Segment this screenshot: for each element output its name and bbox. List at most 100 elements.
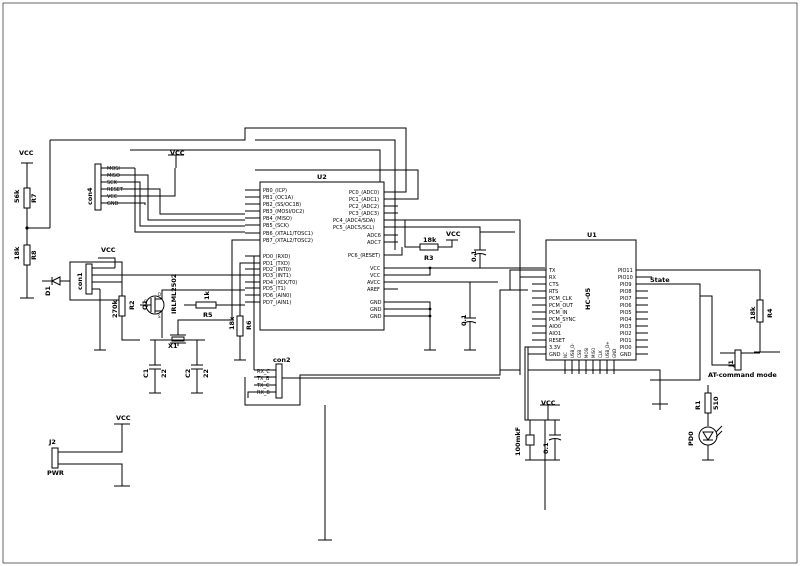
con2-connector xyxy=(244,255,528,406)
r3-value: 18k xyxy=(423,236,437,244)
con4-connector xyxy=(94,163,135,211)
u2-pin-gnd2: GND xyxy=(370,307,382,313)
con4-pin-vcc: VCC xyxy=(107,194,118,200)
u2-pin-pc6: PC6_(RESET) xyxy=(348,253,380,259)
c2-value: 22 xyxy=(202,369,210,378)
c1-capacitor xyxy=(149,340,161,394)
q1-ref: Q1 xyxy=(141,299,149,310)
u2-body xyxy=(259,181,385,331)
r4-ref: R4 xyxy=(766,308,774,318)
u1-pin-pio10: PIO10 xyxy=(618,275,633,281)
vcc-label-caps: VCC xyxy=(541,399,556,407)
u2-pin-pb7: PB7_(XTAL2/TOSC2) xyxy=(263,238,313,244)
c3-value: 0.1 xyxy=(470,250,478,262)
c2-ref: C2 xyxy=(184,369,192,378)
c1-ref: C1 xyxy=(142,368,150,378)
u2-pin-pc1: PC1_(ADC1) xyxy=(349,197,379,203)
r6-resistor xyxy=(234,262,246,361)
u2-pin-vcc2: VCC xyxy=(370,273,381,279)
u2-pin-pd4: PD4_(XCK/T0) xyxy=(263,280,297,286)
u2-pin-pb1: PB1_(OC1A) xyxy=(263,195,293,201)
r1-value: 510 xyxy=(712,396,720,410)
con4-pin-gnd: GND xyxy=(107,201,119,207)
vcc-label-con1: VCC xyxy=(101,246,116,254)
u2-pin-pd1: PD1_(TXD) xyxy=(263,261,290,267)
r7-ref: R7 xyxy=(30,193,38,203)
u1-pin-pcmsync: PCM_SYNC xyxy=(549,317,576,323)
q1-value: IRLML2502 xyxy=(170,274,178,314)
u2-pin-pc0: PC0_(ADC0) xyxy=(349,190,379,196)
r5-value: 1k xyxy=(203,290,211,300)
divider-r7-r8 xyxy=(21,140,51,299)
r8-ref: R8 xyxy=(30,250,38,260)
con2-ref: con2 xyxy=(273,356,290,364)
u2-ref: U2 xyxy=(317,173,327,181)
c1-value: 22 xyxy=(160,369,168,378)
c5-value: 0.1 xyxy=(542,442,550,454)
u1-pin-pio9: PIO9 xyxy=(620,282,632,288)
u1-pin-aio1: AIO1 xyxy=(549,331,561,337)
j2-connector xyxy=(51,423,130,487)
j1-ref: J1 xyxy=(727,360,735,368)
q1-pin-g: G xyxy=(144,299,147,304)
d1-diode xyxy=(42,276,70,286)
wire-con4-bus xyxy=(130,149,245,233)
con1-connector xyxy=(69,257,245,351)
r8-value: 18k xyxy=(13,246,21,260)
u2-pin-pb2: PB2_(SS/OC1B) xyxy=(263,202,301,208)
r4-resistor xyxy=(754,299,780,353)
u1-pin-pcmin: PCM_IN xyxy=(549,310,568,316)
u1-pin-cts: CTS xyxy=(549,282,559,288)
u1-pin-pio6: PIO6 xyxy=(620,303,632,309)
u1-bottom-pins xyxy=(564,360,615,374)
u1-pin-aio0: AIO0 xyxy=(549,324,561,330)
r5-ref: R5 xyxy=(203,311,213,319)
con4-ref: con4 xyxy=(86,187,94,205)
u2-pin-pc3: PC3_(ADC3) xyxy=(349,211,379,217)
con1-ref: con1 xyxy=(76,272,84,290)
u1-pin-rx: RX xyxy=(549,275,556,281)
u2-pin-gnd1: GND xyxy=(370,300,382,306)
u2-pin-pc4: PC4_(ADC4/SDA) xyxy=(333,218,375,224)
vcc-label-left: VCC xyxy=(19,149,34,157)
con4-pin-mosi: MOSI xyxy=(107,166,120,172)
u2-pin-pd5: PD5_(T1) xyxy=(263,286,286,292)
u2-pin-pc2: PC2_(ADC2) xyxy=(349,204,379,210)
con4-pin-sck: SCK xyxy=(107,180,118,186)
u2-pin-pc5: PC5_(ADC5/SCL) xyxy=(333,225,374,231)
u1-state-label: State xyxy=(650,276,670,284)
u1-pin-pio2: PIO2 xyxy=(620,331,632,337)
vcc-label-con4: VCC xyxy=(170,149,185,157)
u1-pin-mosi: MOSI xyxy=(584,348,589,358)
u1-pin-reset: RESET xyxy=(549,338,566,344)
con4-pin-miso: MISO xyxy=(107,173,120,179)
u2-pin-adc6: ADC6 xyxy=(367,233,381,239)
c3-capacitor xyxy=(473,232,487,268)
c4-value: 0.1 xyxy=(460,314,468,326)
u1-part: HC-05 xyxy=(584,287,592,310)
x1-crystal xyxy=(150,239,245,346)
r6-value: 18k xyxy=(228,316,236,330)
r2-value: 270k xyxy=(111,299,119,318)
u2-pin-gnd3: GND xyxy=(370,314,382,320)
j2-label: PWR xyxy=(47,469,64,477)
u2-pin-adc7: ADC7 xyxy=(367,240,381,246)
u1-pin-pcmclk: PCM_CLK xyxy=(549,296,573,302)
vcc-label-r3: VCC xyxy=(446,230,461,238)
u2-pin-aref: AREF xyxy=(367,287,380,293)
u1-pin-miso: MISO xyxy=(591,348,596,358)
u1-pin-tx: TX xyxy=(548,268,556,274)
r2-resistor xyxy=(118,282,140,341)
j2-ref: J2 xyxy=(48,438,56,446)
c6-value: 100mkF xyxy=(514,427,522,456)
u2-pin-pb5: PB5_(SCK) xyxy=(263,223,289,229)
j1-label: AT-command mode xyxy=(708,371,777,379)
u1-pin-clk: CLK xyxy=(598,350,603,358)
con2-pin-txc: TX_C xyxy=(256,383,270,389)
u2-pin-pb3: PB3_(MOSI/OC2) xyxy=(263,209,304,215)
u1-pin-33v: 3.3V xyxy=(549,345,561,351)
j1-jumper xyxy=(700,295,760,371)
u2-pin-pb0: PB0_(ICP) xyxy=(263,188,287,194)
u1-body xyxy=(545,239,637,361)
